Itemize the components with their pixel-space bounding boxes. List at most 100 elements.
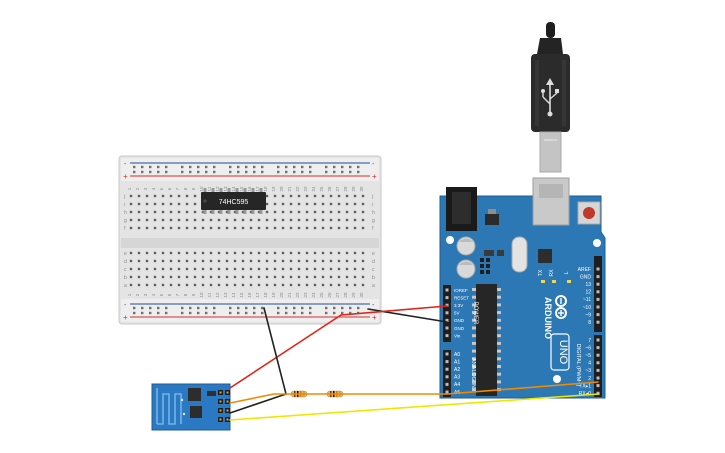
terminal-hole[interactable] bbox=[161, 194, 165, 198]
terminal-hole[interactable] bbox=[137, 226, 141, 230]
terminal-hole[interactable] bbox=[305, 194, 309, 198]
terminal-hole[interactable] bbox=[241, 218, 245, 222]
terminal-hole[interactable] bbox=[161, 226, 165, 230]
rail-hole[interactable] bbox=[197, 306, 200, 310]
terminal-hole[interactable] bbox=[177, 226, 181, 230]
terminal-hole[interactable] bbox=[281, 251, 285, 255]
terminal-hole[interactable] bbox=[297, 194, 301, 198]
esp8266-module[interactable] bbox=[151, 383, 231, 431]
rail-hole[interactable] bbox=[245, 311, 248, 315]
terminal-hole[interactable] bbox=[145, 218, 149, 222]
terminal-hole[interactable] bbox=[193, 194, 197, 198]
rail-hole[interactable] bbox=[133, 311, 136, 315]
terminal-hole[interactable] bbox=[225, 259, 229, 263]
terminal-hole[interactable] bbox=[321, 218, 325, 222]
analog-pin[interactable] bbox=[445, 375, 449, 379]
terminal-hole[interactable] bbox=[329, 259, 333, 263]
esp-pin-header[interactable] bbox=[218, 390, 230, 422]
wire-esp-rx-to-arduino[interactable] bbox=[229, 393, 600, 421]
rail-hole[interactable] bbox=[149, 311, 152, 315]
terminal-hole[interactable] bbox=[233, 218, 237, 222]
terminal-hole[interactable] bbox=[289, 194, 293, 198]
terminal-hole[interactable] bbox=[145, 202, 149, 206]
terminal-hole[interactable] bbox=[297, 251, 301, 255]
terminal-hole[interactable] bbox=[241, 283, 245, 287]
terminal-hole[interactable] bbox=[185, 194, 189, 198]
terminal-hole[interactable] bbox=[241, 267, 245, 271]
rail-hole[interactable] bbox=[293, 165, 296, 169]
analog-pin[interactable] bbox=[445, 367, 449, 371]
rail-hole[interactable] bbox=[261, 165, 264, 169]
digital-header-bottom[interactable] bbox=[594, 335, 602, 397]
terminal-hole[interactable] bbox=[193, 251, 197, 255]
terminal-hole[interactable] bbox=[353, 259, 357, 263]
terminal-hole[interactable] bbox=[241, 226, 245, 230]
digital-pin[interactable] bbox=[596, 305, 600, 309]
terminal-hole[interactable] bbox=[129, 226, 133, 230]
rail-hole[interactable] bbox=[189, 311, 192, 315]
terminal-hole[interactable] bbox=[265, 194, 269, 198]
terminal-hole[interactable] bbox=[201, 210, 205, 214]
terminal-hole[interactable] bbox=[345, 202, 349, 206]
digital-pin[interactable] bbox=[596, 313, 600, 317]
terminal-hole[interactable] bbox=[177, 283, 181, 287]
rail-hole[interactable] bbox=[357, 165, 360, 169]
terminal-hole[interactable] bbox=[177, 210, 181, 214]
terminal-hole[interactable] bbox=[329, 202, 333, 206]
terminal-hole[interactable] bbox=[217, 251, 221, 255]
terminal-hole[interactable] bbox=[297, 218, 301, 222]
rail-hole[interactable] bbox=[205, 170, 208, 174]
rail-hole[interactable] bbox=[237, 165, 240, 169]
digital-pin[interactable] bbox=[596, 391, 600, 395]
terminal-hole[interactable] bbox=[129, 275, 133, 279]
rail-hole[interactable] bbox=[301, 311, 304, 315]
terminal-hole[interactable] bbox=[265, 251, 269, 255]
terminal-hole[interactable] bbox=[241, 259, 245, 263]
terminal-hole[interactable] bbox=[177, 275, 181, 279]
terminal-hole[interactable] bbox=[297, 283, 301, 287]
rail-hole[interactable] bbox=[189, 165, 192, 169]
terminal-hole[interactable] bbox=[201, 218, 205, 222]
terminal-hole[interactable] bbox=[161, 218, 165, 222]
terminal-hole[interactable] bbox=[153, 251, 157, 255]
terminal-hole[interactable] bbox=[321, 259, 325, 263]
terminal-hole[interactable] bbox=[273, 202, 277, 206]
terminal-hole[interactable] bbox=[249, 210, 253, 214]
terminal-hole[interactable] bbox=[257, 210, 261, 214]
rail-hole[interactable] bbox=[165, 311, 168, 315]
digital-pin[interactable] bbox=[596, 320, 600, 324]
rail-hole[interactable] bbox=[333, 165, 336, 169]
rail-hole[interactable] bbox=[237, 311, 240, 315]
terminal-hole[interactable] bbox=[145, 283, 149, 287]
rail-hole[interactable] bbox=[213, 165, 216, 169]
rail-hole[interactable] bbox=[333, 170, 336, 174]
terminal-hole[interactable] bbox=[361, 210, 365, 214]
terminal-hole[interactable] bbox=[209, 251, 213, 255]
terminal-hole[interactable] bbox=[217, 218, 221, 222]
terminal-hole[interactable] bbox=[337, 259, 341, 263]
terminal-hole[interactable] bbox=[249, 275, 253, 279]
terminal-hole[interactable] bbox=[265, 259, 269, 263]
terminal-hole[interactable] bbox=[305, 275, 309, 279]
terminal-hole[interactable] bbox=[169, 251, 173, 255]
terminal-hole[interactable] bbox=[137, 210, 141, 214]
terminal-hole[interactable] bbox=[297, 267, 301, 271]
terminal-hole[interactable] bbox=[169, 226, 173, 230]
analog-header-pins[interactable] bbox=[445, 352, 449, 394]
digital-pin[interactable] bbox=[596, 384, 600, 388]
rail-hole[interactable] bbox=[277, 165, 280, 169]
terminal-hole[interactable] bbox=[257, 226, 261, 230]
rail-hole[interactable] bbox=[253, 306, 256, 310]
terminal-hole[interactable] bbox=[265, 226, 269, 230]
power-pin[interactable] bbox=[445, 326, 449, 330]
digital-header-pins[interactable] bbox=[596, 267, 600, 395]
terminal-hole[interactable] bbox=[289, 210, 293, 214]
rail-hole[interactable] bbox=[229, 170, 232, 174]
digital-pin[interactable] bbox=[596, 297, 600, 301]
terminal-hole[interactable] bbox=[305, 226, 309, 230]
terminal-hole[interactable] bbox=[185, 251, 189, 255]
terminal-hole[interactable] bbox=[241, 210, 245, 214]
terminal-hole[interactable] bbox=[169, 283, 173, 287]
rail-hole[interactable] bbox=[141, 306, 144, 310]
terminal-hole[interactable] bbox=[137, 267, 141, 271]
